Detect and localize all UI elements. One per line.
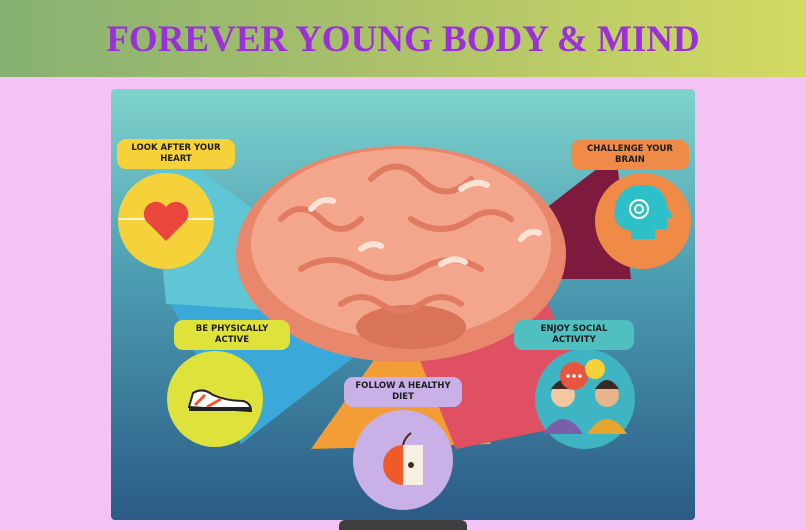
diet-group	[353, 410, 453, 510]
label-look-after-heart: LOOK AFTER YOUR HEART	[117, 139, 235, 169]
label-be-physically-active: BE PHYSICALLY ACTIVE	[174, 320, 290, 350]
heart-icon	[143, 201, 189, 241]
challenge-group	[595, 173, 691, 269]
active-group	[167, 351, 263, 447]
label-enjoy-social-activity: ENJOY SOCIAL ACTIVITY	[514, 320, 634, 350]
label-challenge-brain: CHALLENGE YOUR BRAIN	[571, 140, 689, 170]
label-follow-healthy-diet: FOLLOW A HEALTHY DIET	[344, 377, 462, 407]
brain-illustration	[236, 146, 566, 362]
page-title: FOREVER YOUNG BODY & MIND	[106, 19, 700, 60]
head-brain-icon	[614, 185, 673, 239]
social-group	[535, 349, 635, 449]
heart-group	[118, 173, 214, 269]
bottom-scroll-tab	[339, 520, 467, 530]
title-banner: FOREVER YOUNG BODY & MIND	[0, 0, 806, 77]
infographic-card: LOOK AFTER YOUR HEART CHALLENGE YOUR BRA…	[111, 89, 695, 520]
